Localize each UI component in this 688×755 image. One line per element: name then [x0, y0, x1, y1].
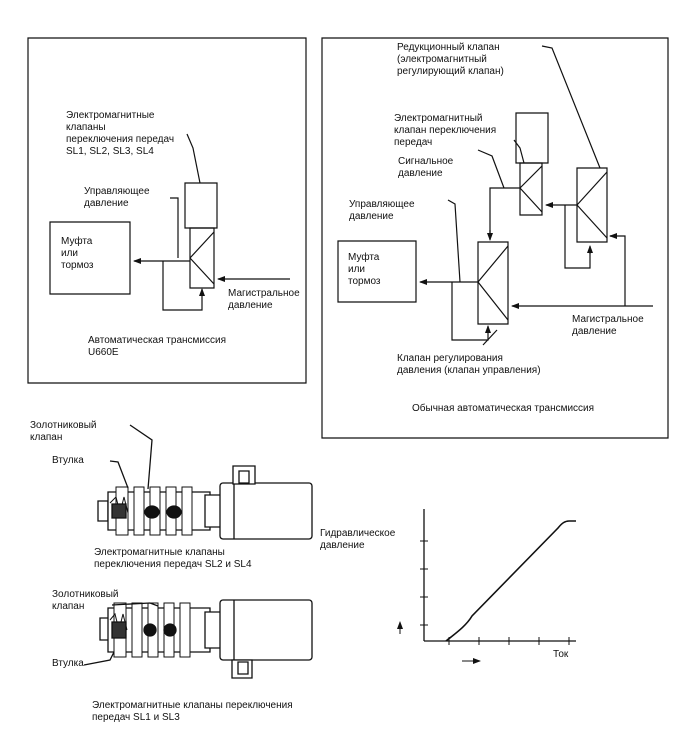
pressure-current-graph [397, 509, 576, 664]
left-clutch-brake: Муфта или тормоз [61, 236, 94, 271]
bottom-sleeve-label: Втулка [52, 658, 84, 669]
bottom-valve-caption: Электромагнитные клапаны переключения пе… [92, 700, 293, 723]
right-line-pressure: Магистральное давление [572, 314, 644, 337]
left-control-pressure: Управляющее давление [84, 186, 150, 209]
right-clutch-box [338, 241, 416, 302]
valve-sl1-sl3 [84, 600, 312, 678]
signal-pressure-label: Сигнальное давление [398, 156, 454, 179]
left-solenoid-title: Электромагнитные клапаны переключения пе… [66, 110, 175, 157]
right-caption: Обычная автоматическая трансмиссия [412, 403, 595, 414]
top-spool-label: Золотниковый клапан [30, 420, 97, 443]
right-panel [322, 38, 668, 438]
left-solenoid-head [185, 183, 217, 228]
pressure-control-valve-label: Клапан регулирования давления (клапан уп… [397, 353, 541, 376]
right-solenoid-head [516, 113, 548, 163]
shift-solenoid-label: Электромагнитный клапан переключения пер… [394, 113, 497, 148]
left-valve-body [190, 228, 214, 288]
graph-ylabel: Гидравлическое давление [320, 528, 396, 551]
reducing-valve [577, 168, 607, 242]
top-valve-caption: Электромагнитные клапаны переключения пе… [94, 547, 252, 570]
right-clutch-brake: Муфта или тормоз [348, 252, 381, 287]
graph-xlabel: Ток [553, 649, 569, 660]
left-clutch-box [50, 222, 130, 294]
right-control-pressure: Управляющее давление [349, 199, 415, 222]
right-panel-frame [322, 38, 668, 438]
left-line-pressure: Магистральное давление [228, 288, 300, 311]
left-panel [28, 38, 306, 383]
bottom-spool-label: Золотниковый клапан [52, 589, 119, 612]
left-caption: Автоматическая трансмиссия U660E [88, 335, 226, 358]
graph-curve [446, 521, 576, 641]
top-sleeve-label: Втулка [52, 455, 84, 466]
graph-ticks [420, 541, 569, 645]
right-solenoid-body [520, 163, 542, 215]
pressure-control-valve [478, 242, 508, 324]
valve-sl2-sl4 [98, 425, 312, 539]
reducing-valve-label: Редукционный клапан (электромагнитный ре… [397, 42, 504, 77]
left-panel-frame [28, 38, 306, 383]
